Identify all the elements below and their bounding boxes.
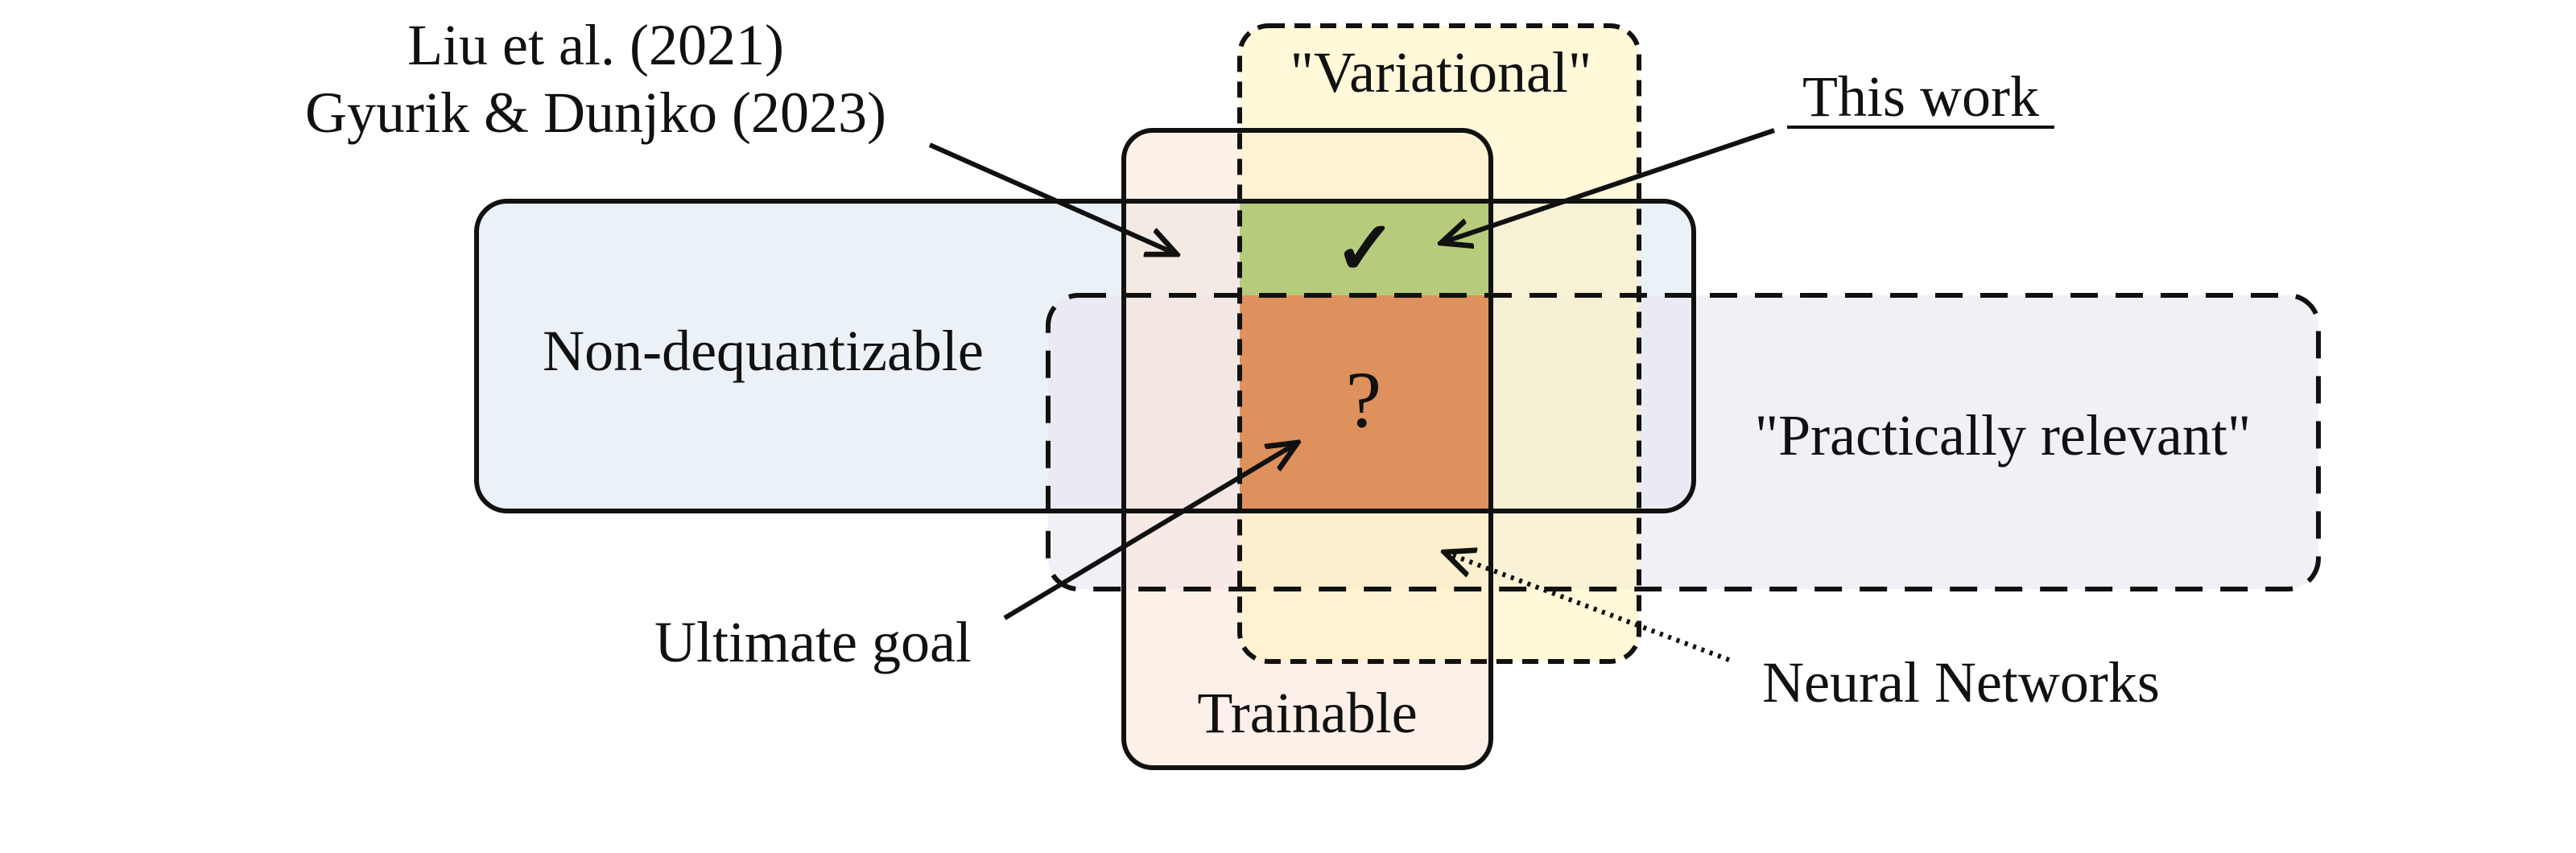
this-work-annotation: This work — [1802, 64, 2039, 129]
neural-networks-annotation: Neural Networks — [1762, 650, 2160, 715]
ultimate-goal-annotation: Ultimate goal — [654, 610, 972, 674]
question-mark-icon: ? — [1346, 355, 1381, 444]
trainable-set-outline — [1121, 128, 1493, 770]
prior-work-annotation-line1: Liu et al. (2021) — [407, 13, 784, 77]
check-mark-icon: ✓ — [1334, 208, 1396, 290]
practically-relevant-set-outline — [1046, 293, 2321, 591]
ultimate-goal-arrow — [1003, 443, 1298, 620]
neural-networks-arrow — [1444, 552, 1731, 662]
trainable-label: Trainable — [1197, 681, 1417, 745]
prior-work-annotation-line2: Gyurik & Dunjko (2023) — [305, 80, 886, 145]
practically-relevant-label: "Practically relevant" — [1755, 403, 2252, 468]
variational-set-outline — [1237, 23, 1641, 664]
variational-label: "Variational" — [1290, 40, 1592, 105]
non-dequantizable-set-outline — [474, 199, 1696, 513]
prior-work-arrow — [928, 142, 1177, 254]
this-work-arrow — [1441, 128, 1775, 243]
ultimate-goal-region — [1240, 295, 1491, 511]
non-dequantizable-label: Non-dequantizable — [543, 319, 984, 383]
